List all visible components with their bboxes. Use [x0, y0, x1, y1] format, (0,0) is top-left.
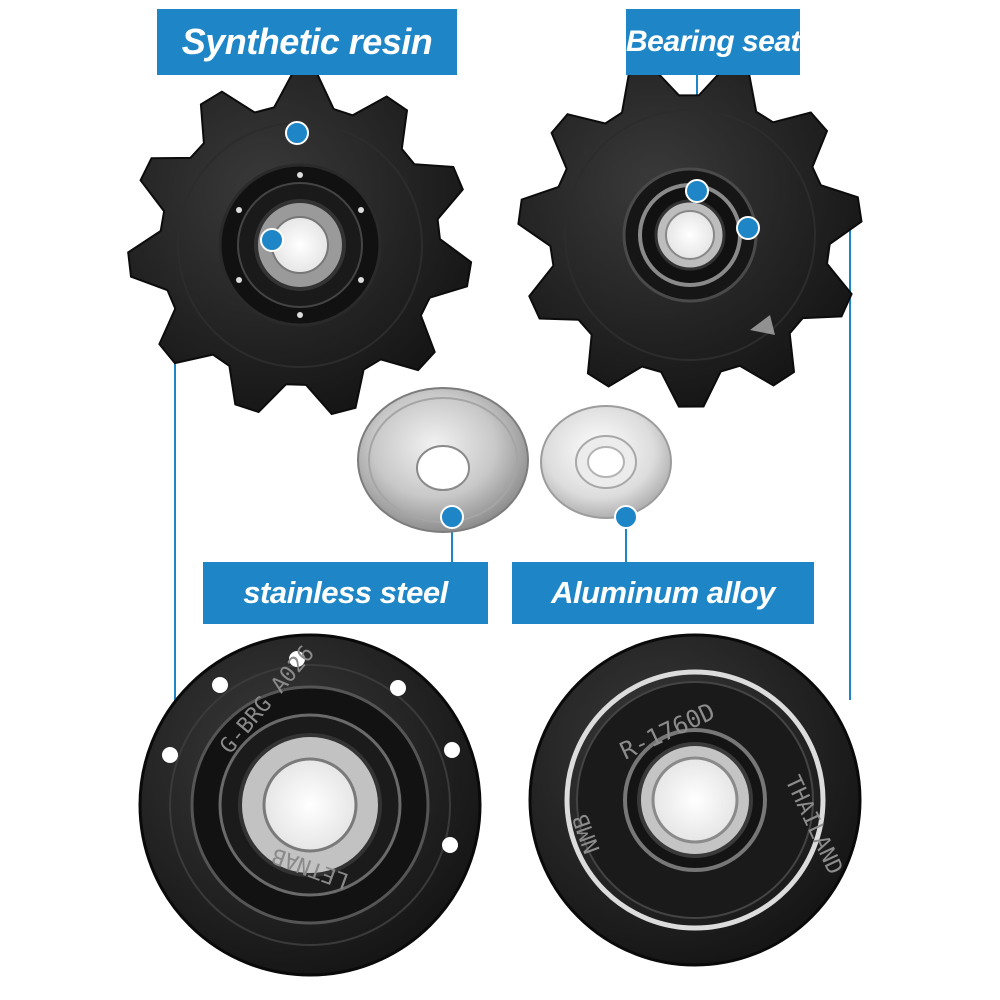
label-bearing-seat: Bearing seat — [626, 9, 801, 75]
dot-synthetic-resin — [285, 121, 309, 145]
bearing-cover-right: R-1760D THAILAND NMB — [528, 633, 862, 967]
pulley-left — [127, 72, 473, 416]
dot-bearing-seat — [685, 179, 709, 203]
dot-stainless — [440, 505, 464, 529]
label-synthetic-resin: Synthetic resin — [157, 9, 457, 75]
cover-holes — [162, 651, 460, 853]
label-stainless-steel: stainless steel — [203, 562, 488, 624]
aluminum-washer — [540, 405, 672, 519]
dot-bearing-right — [736, 216, 760, 240]
pulley-right — [517, 65, 863, 408]
cover-holes — [236, 172, 364, 318]
stainless-washer — [357, 387, 529, 533]
label-aluminum-alloy: Aluminum alloy — [512, 562, 814, 624]
callout-dots — [260, 121, 760, 529]
dot-bearing-left — [260, 228, 284, 252]
dot-aluminum — [614, 505, 638, 529]
bearing-cover-left: G-BRG A026 LETNAB — [138, 633, 482, 977]
